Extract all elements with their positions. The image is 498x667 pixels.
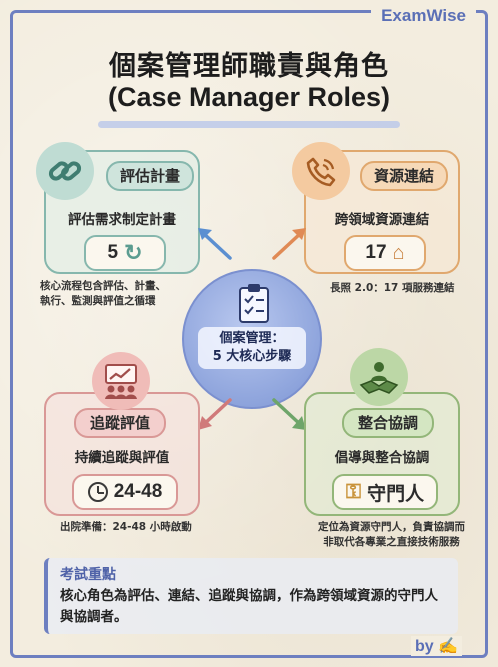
card-assessment: 評估計畫 評估需求制定計畫 5 ↻ bbox=[44, 150, 200, 274]
stat-value: 17 bbox=[365, 242, 387, 263]
house-icon: ⌂ bbox=[392, 242, 405, 264]
clock-icon bbox=[87, 482, 108, 502]
title-underline bbox=[98, 121, 400, 128]
page-frame bbox=[10, 10, 488, 658]
stat-value: 5 bbox=[107, 242, 119, 263]
card-coordination-heading: 整合協調 bbox=[342, 408, 434, 438]
card-linking-stat: 17 ⌂ bbox=[344, 235, 426, 271]
card-followup-stat: 24-48 bbox=[72, 474, 178, 510]
card-followup-subtitle: 持續追蹤與評值 bbox=[74, 450, 170, 466]
exam-focus-box: 考試重點 核心角色為評估、連結、追蹤與協調，作為跨領域資源的守門人與協調者。 bbox=[44, 558, 458, 634]
exam-focus-body: 核心角色為評估、連結、追蹤與協調，作為跨領域資源的守門人與協調者。 bbox=[60, 588, 438, 625]
core-steps-label: 個案管理： 5 大核心步驟 bbox=[198, 327, 306, 369]
card-assessment-note: 核心流程包含評估、計畫、 執行、監測與評值之循環 bbox=[40, 280, 166, 307]
footer-credit: by ✍ bbox=[410, 636, 462, 656]
card-followup-heading: 追蹤評值 bbox=[74, 408, 166, 438]
card-linking-heading: 資源連結 bbox=[360, 161, 448, 191]
clipboard-icon bbox=[238, 283, 270, 327]
card-followup-note: 出院準備：24-48 小時啟動 bbox=[60, 521, 192, 533]
chart-people-icon bbox=[92, 352, 150, 410]
card-coordination-note: 定位為資源守門人，負責協調而 非取代各專業之直接技術服務 bbox=[318, 521, 465, 548]
core-steps-circle: 個案管理： 5 大核心步驟 bbox=[182, 269, 322, 409]
page-title: 個案管理師職責與角色 bbox=[109, 51, 389, 82]
card-linking-note: 長照 2.0：17 項服務連結 bbox=[330, 282, 455, 294]
card-assessment-heading: 評估計畫 bbox=[106, 161, 194, 191]
link-icon bbox=[36, 142, 94, 200]
card-assessment-stat: 5 ↻ bbox=[84, 235, 166, 271]
arrow-down-right-icon bbox=[272, 398, 306, 430]
brand-logo: ExamWise bbox=[371, 6, 476, 26]
key-icon: ⚿ bbox=[345, 481, 362, 503]
stat-value: 24-48 bbox=[113, 481, 163, 502]
card-coordination-subtitle: 倡導與整合協調 bbox=[334, 450, 430, 466]
arrow-up-left-icon bbox=[198, 228, 232, 260]
exam-focus-title: 考試重點 bbox=[60, 567, 116, 583]
hand-icon: ✍ bbox=[438, 638, 458, 655]
page-subtitle: (Case Manager Roles) bbox=[107, 82, 391, 112]
card-coordination: 整合協調 倡導與整合協調 ⚿ 守門人 bbox=[304, 392, 460, 516]
phone-icon bbox=[292, 142, 350, 200]
card-coordination-stat: ⚿ 守門人 bbox=[332, 474, 438, 510]
arrow-down-left-icon bbox=[198, 398, 232, 430]
card-linking-subtitle: 跨領域資源連結 bbox=[334, 212, 430, 228]
card-followup: 追蹤評值 持續追蹤與評值 24-48 bbox=[44, 392, 200, 516]
refresh-icon: ↻ bbox=[124, 240, 143, 265]
handshake-icon bbox=[350, 348, 408, 406]
arrow-up-right-icon bbox=[272, 228, 306, 260]
stat-value: 守門人 bbox=[367, 483, 425, 505]
card-assessment-subtitle: 評估需求制定計畫 bbox=[68, 212, 176, 228]
